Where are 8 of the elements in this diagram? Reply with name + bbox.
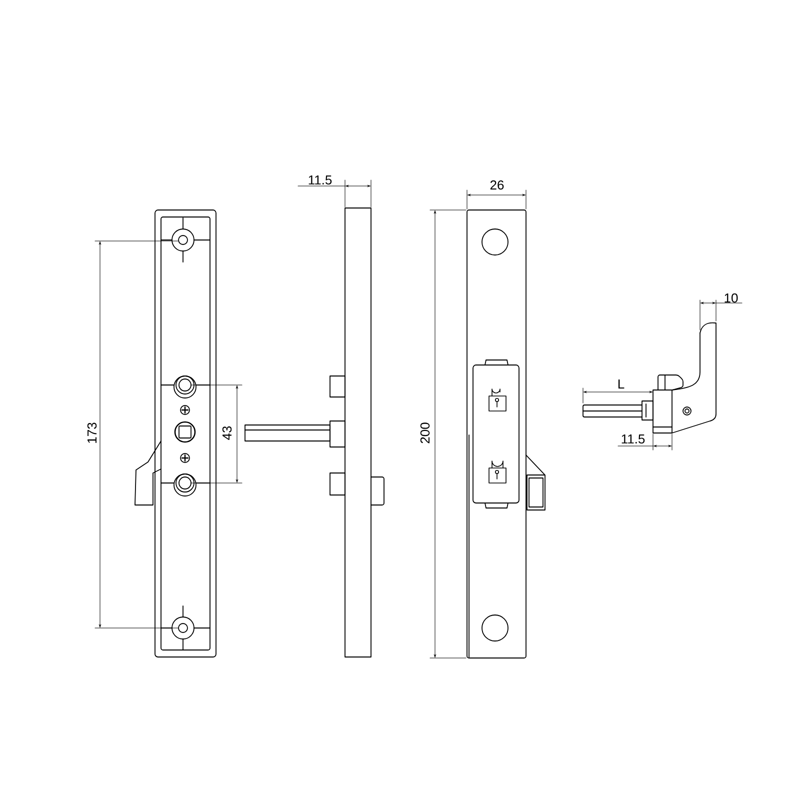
dimension-label: 10 [724,293,738,303]
dimension-label: 200 [420,422,430,444]
dimension-label: L [618,380,624,388]
dimension-label: 173 [87,422,97,443]
dimension-label: 43 [222,426,232,440]
dimension-label: 11.5 [308,175,332,185]
dimension-label: 26 [490,180,504,190]
dimension-label: 11.5 [622,434,645,444]
